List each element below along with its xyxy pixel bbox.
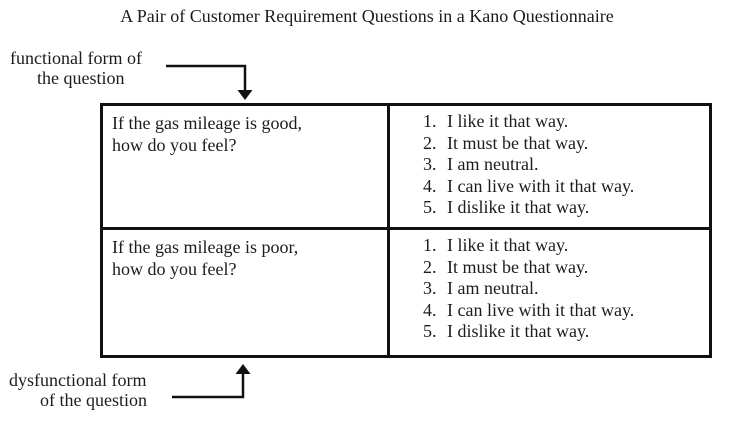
option-text: I am neutral. (447, 278, 539, 298)
dysfunctional-arrow (172, 364, 251, 399)
option-item: 2. It must be that way. (423, 133, 712, 155)
option-item: 3. I am neutral. (423, 154, 712, 176)
option-number: 2. (423, 256, 437, 277)
functional-form-label-line1: functional form of (10, 48, 142, 68)
option-text: I like it that way. (447, 235, 569, 255)
option-number: 1. (423, 235, 437, 255)
option-number: 4. (423, 175, 437, 196)
option-item: 4. I can live with it that way. (423, 176, 712, 198)
option-item: 1. I like it that way. (423, 235, 712, 257)
option-item: 4. I can live with it that way. (423, 300, 712, 322)
option-text: I dislike it that way. (447, 197, 590, 217)
question-text-line1: If the gas mileage is poor, (112, 237, 299, 257)
question-cell-dysfunctional: If the gas mileage is poor, how do you f… (103, 230, 387, 358)
option-text: I dislike it that way. (447, 321, 590, 341)
option-text: It must be that way. (447, 256, 589, 277)
option-item: 3. I am neutral. (423, 278, 712, 300)
option-number: 5. (423, 321, 437, 341)
option-number: 3. (423, 278, 437, 298)
table-column-divider (387, 106, 390, 358)
functional-form-label: functional form of the question (10, 48, 142, 88)
figure-title: A Pair of Customer Requirement Questions… (120, 6, 614, 26)
option-item: 5. I dislike it that way. (423, 321, 712, 343)
functional-arrow (166, 64, 253, 100)
functional-form-label-line2: the question (37, 68, 125, 88)
question-text-line2: how do you feel? (112, 259, 237, 279)
option-number: 2. (423, 132, 437, 153)
question-text-line2: how do you feel? (112, 135, 237, 155)
kano-table: If the gas mileage is good, how do you f… (100, 103, 712, 358)
question-cell-functional: If the gas mileage is good, how do you f… (103, 106, 387, 227)
dysfunctional-form-label: dysfunctional form of the question (9, 370, 147, 410)
option-item: 1. I like it that way. (423, 111, 712, 133)
dysfunctional-form-label-line2: of the question (40, 390, 147, 410)
option-number: 3. (423, 154, 437, 174)
dysfunctional-form-label-line1: dysfunctional form (9, 370, 147, 390)
option-item: 5. I dislike it that way. (423, 197, 712, 219)
option-text: I am neutral. (447, 154, 539, 174)
option-text: It must be that way. (447, 132, 589, 153)
option-number: 4. (423, 299, 437, 320)
option-number: 1. (423, 111, 437, 131)
options-cell-functional: 1. I like it that way. 2. It must be tha… (390, 106, 712, 227)
option-text: I can live with it that way. (447, 299, 635, 320)
table-row-divider (103, 227, 712, 230)
option-text: I like it that way. (447, 111, 569, 131)
option-item: 2. It must be that way. (423, 257, 712, 279)
question-text-line1: If the gas mileage is good, (112, 113, 302, 133)
option-number: 5. (423, 197, 437, 217)
option-text: I can live with it that way. (447, 175, 635, 196)
options-cell-dysfunctional: 1. I like it that way. 2. It must be tha… (390, 230, 712, 358)
